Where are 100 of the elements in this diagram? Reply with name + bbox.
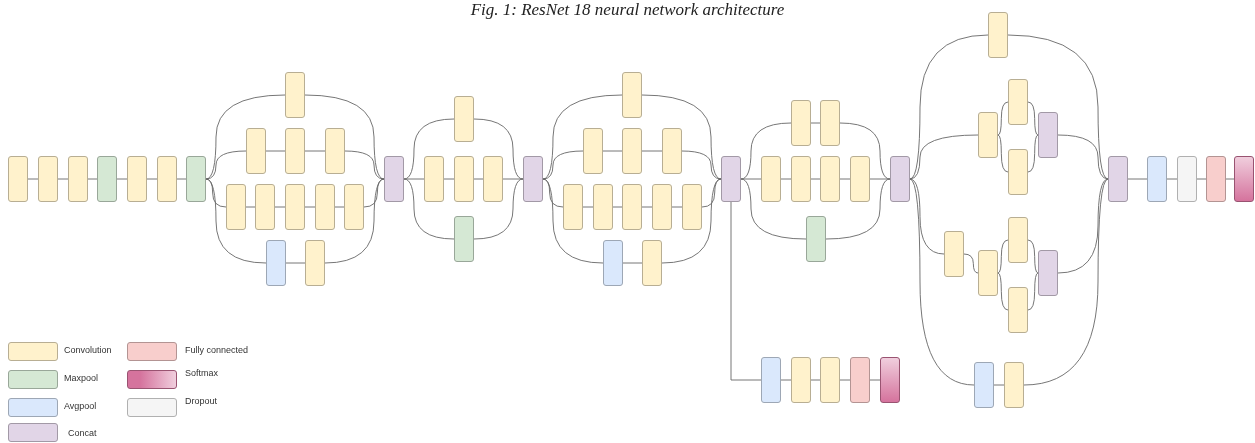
layer-box xyxy=(978,112,998,158)
connector-line xyxy=(245,206,256,208)
connector-line xyxy=(176,178,187,180)
layer-box xyxy=(266,240,286,286)
connector-line xyxy=(334,206,345,208)
connector-line xyxy=(839,379,851,381)
layer-box xyxy=(246,128,266,174)
layer-box xyxy=(974,362,994,408)
layer-box xyxy=(820,357,840,403)
connector-line xyxy=(473,178,524,240)
layer-box xyxy=(255,184,275,230)
legend-label: Concat xyxy=(68,428,97,438)
layer-box xyxy=(583,128,603,174)
connector-line xyxy=(641,150,663,152)
connector-line xyxy=(1027,134,1039,173)
connector-line xyxy=(1166,178,1178,180)
connector-line xyxy=(1027,272,1039,311)
connector-line xyxy=(473,178,484,180)
connector-line xyxy=(1007,34,1109,180)
layer-box xyxy=(285,184,305,230)
connector-line xyxy=(146,178,158,180)
layer-box xyxy=(1038,250,1058,296)
connector-line xyxy=(403,178,425,180)
connector-line xyxy=(27,178,39,180)
connector-line xyxy=(909,134,979,180)
connector-line xyxy=(582,206,594,208)
layer-box xyxy=(988,12,1008,58)
connector-line xyxy=(730,201,762,381)
layer-box xyxy=(1008,217,1028,263)
layer-box xyxy=(97,156,117,202)
connector-line xyxy=(1057,134,1109,180)
layer-box xyxy=(1038,112,1058,158)
connector-line xyxy=(740,178,762,180)
connector-line xyxy=(542,178,604,264)
layer-box xyxy=(285,128,305,174)
layer-box xyxy=(8,156,28,202)
legend-label: Maxpool xyxy=(64,373,99,383)
layer-box xyxy=(880,357,900,403)
connector-line xyxy=(780,379,792,381)
layer-box xyxy=(622,128,642,174)
layer-box xyxy=(1008,287,1028,333)
connector-line xyxy=(324,178,385,264)
layer-box xyxy=(1206,156,1226,202)
connector-line xyxy=(205,150,247,180)
connector-line xyxy=(1023,178,1109,386)
connector-line xyxy=(963,253,979,274)
connector-line xyxy=(661,178,722,264)
layer-box xyxy=(662,128,682,174)
layer-box xyxy=(791,100,811,146)
layer-box xyxy=(682,184,702,230)
connector-line xyxy=(622,262,643,264)
legend-label: Softmax xyxy=(185,368,218,378)
connector-line xyxy=(869,379,881,381)
layer-box xyxy=(806,216,826,262)
layer-box xyxy=(68,156,88,202)
legend-label: Convolution xyxy=(64,345,112,355)
layer-box xyxy=(186,156,206,202)
connector-line xyxy=(780,178,792,180)
connector-line xyxy=(740,178,807,240)
connector-line xyxy=(825,178,891,240)
connector-line xyxy=(1027,101,1039,136)
layer-box xyxy=(454,156,474,202)
connector-line xyxy=(997,272,1009,311)
connector-line xyxy=(542,150,584,180)
connector-line xyxy=(116,178,128,180)
connector-line xyxy=(57,178,69,180)
layer-box xyxy=(285,72,305,118)
figure-title: Fig. 1: ResNet 18 neural network architecture xyxy=(470,0,785,19)
connector-line xyxy=(205,178,267,264)
layer-box xyxy=(305,240,325,286)
connector-line xyxy=(909,178,945,255)
layer-box xyxy=(622,72,642,118)
connector-line xyxy=(997,101,1009,136)
layer-box xyxy=(38,156,58,202)
layer-box xyxy=(603,240,623,286)
layer-box xyxy=(593,184,613,230)
layer-box xyxy=(157,156,177,202)
layer-box xyxy=(850,156,870,202)
layer-box xyxy=(344,184,364,230)
connector-line xyxy=(205,94,286,180)
connector-line xyxy=(1027,239,1039,274)
layer-box xyxy=(523,156,543,202)
layer-box xyxy=(761,357,781,403)
layer-box xyxy=(761,156,781,202)
connector-line xyxy=(641,206,653,208)
connector-line xyxy=(602,150,623,152)
layer-box xyxy=(315,184,335,230)
legend-label: Dropout xyxy=(185,396,218,406)
connector-line xyxy=(869,178,891,180)
layer-box xyxy=(820,156,840,202)
connector-line xyxy=(839,178,851,180)
layer-box xyxy=(424,156,444,202)
layer-box xyxy=(1108,156,1128,202)
connector-line xyxy=(997,239,1009,274)
layer-box xyxy=(454,216,474,262)
connector-line xyxy=(304,150,326,152)
layer-box xyxy=(1008,79,1028,125)
layer-box xyxy=(721,156,741,202)
layer-box xyxy=(127,156,147,202)
connector-line xyxy=(403,178,455,240)
